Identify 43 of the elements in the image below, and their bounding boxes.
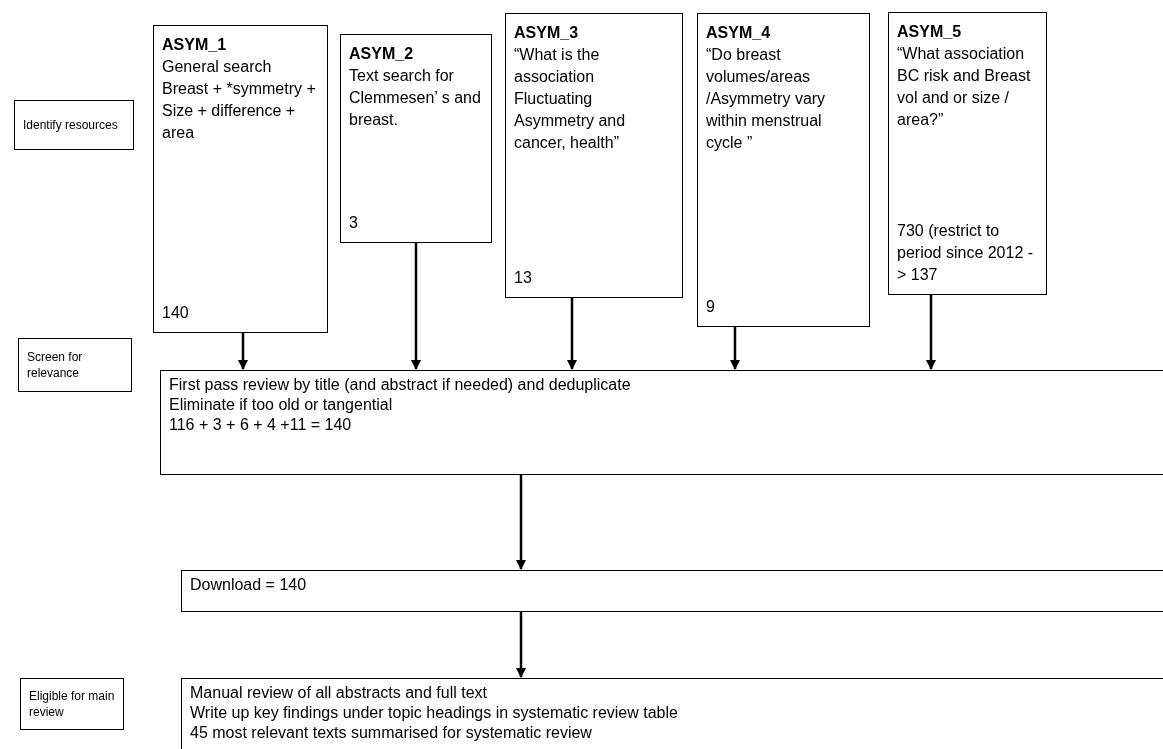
- process-box: [181, 570, 1163, 612]
- search-query-box: [340, 34, 492, 243]
- stage-label-box: [14, 100, 134, 150]
- result-count: 13: [514, 268, 533, 288]
- query-text: “Do breast volumes/areas /Asymmetry vary within menstrual cycle ”: [706, 45, 827, 153]
- query-text: Text search for Clemmesen’ s and breast.: [349, 66, 482, 130]
- query-text: “What association BC risk and Breast vol and or size / area?”: [897, 44, 1032, 130]
- query-id: ASYM_4: [706, 23, 772, 43]
- process-text: Download = 140: [190, 575, 308, 595]
- query-id: ASYM_2: [349, 44, 415, 64]
- search-query-box: [888, 12, 1047, 295]
- stage-label: Screen for relevance: [27, 349, 84, 381]
- arrow: [516, 612, 526, 678]
- query-id: ASYM_3: [514, 23, 580, 43]
- process-text: First pass review by title (and abstract if needed) and deduplicate: [169, 375, 632, 395]
- process-text: Manual review of all abstracts and full text: [190, 683, 489, 703]
- arrow: [730, 327, 740, 370]
- result-count: 140: [162, 303, 190, 323]
- process-box: [160, 370, 1163, 475]
- arrow: [238, 333, 248, 370]
- search-query-box: [505, 13, 683, 298]
- result-count: 3: [349, 213, 359, 233]
- arrow: [411, 243, 421, 370]
- stage-label: Identify resources: [23, 117, 118, 133]
- search-query-box: [697, 13, 870, 327]
- arrow: [926, 295, 936, 370]
- query-text: “What is the association Fluctuating Asymmetry and cancer, health”: [514, 45, 627, 153]
- result-count: 730 (restrict to period since 2012 -> 137: [897, 221, 1035, 285]
- stage-label-box: [18, 338, 132, 392]
- stage-label: Eligible for main review: [29, 688, 115, 720]
- process-box: [181, 678, 1163, 749]
- process-text: 45 most relevant texts summarised for systematic review: [190, 723, 593, 743]
- process-text: Eliminate if too old or tangential: [169, 395, 394, 415]
- query-id: ASYM_5: [897, 22, 963, 42]
- arrow: [567, 298, 577, 370]
- search-query-box: [153, 25, 328, 333]
- process-text: Write up key findings under topic headings in systematic review table: [190, 703, 679, 723]
- result-count: 9: [706, 297, 716, 317]
- stage-label-box: [20, 678, 124, 730]
- query-id: ASYM_1: [162, 35, 228, 55]
- query-text: General search Breast + *symmetry + Size + difference + area: [162, 57, 317, 143]
- arrow: [516, 475, 526, 570]
- process-text: 116 + 3 + 6 + 4 +11 = 140: [169, 415, 353, 435]
